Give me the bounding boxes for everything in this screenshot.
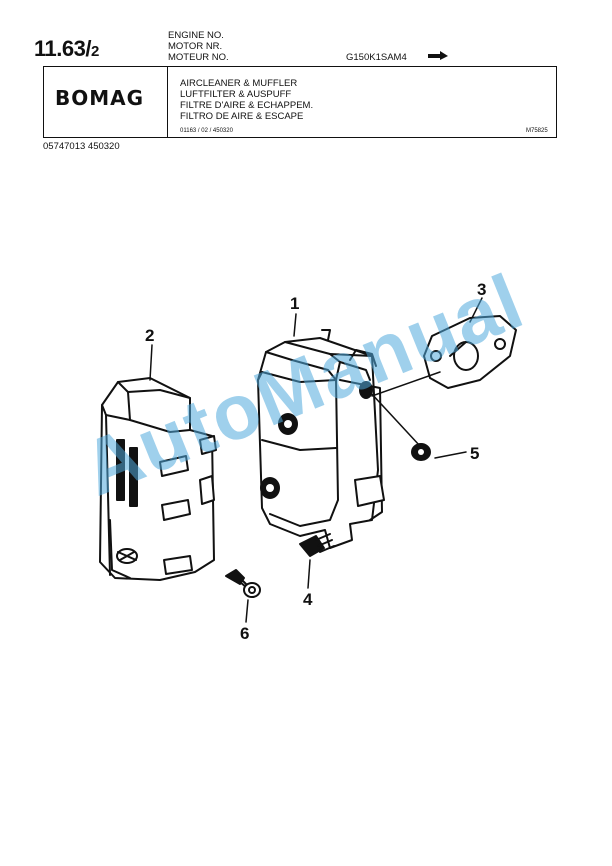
screw-part: [225, 569, 261, 598]
title-block: [43, 66, 557, 138]
callout-3: 3: [477, 280, 487, 299]
callout-4: 4: [303, 590, 313, 609]
gasket-part: [423, 315, 517, 389]
leader-lines: [149, 297, 483, 623]
page-number: 11.63/2: [34, 36, 99, 61]
title-list: AIRCLEANER & MUFFLER LUFTFILTER & AUSPUF…: [180, 78, 313, 122]
logo-cell: [43, 66, 168, 138]
drawing-reference: 01163 / 02 / 450320: [180, 128, 233, 134]
right-arrow-icon: [428, 51, 448, 60]
callout-1: 1: [290, 294, 300, 313]
engine-label-fr: MOTEUR NO.: [168, 52, 229, 63]
title-fr: FILTRE D'AIRE & ECHAPPEM.: [180, 100, 314, 111]
muffler-body-part: [257, 329, 385, 549]
title-de: LUFTFILTER & AUSPUFF: [180, 89, 292, 100]
part-number: 05747013 450320: [43, 141, 120, 152]
engine-label-de: MOTOR NR.: [168, 41, 223, 52]
bomag-logo: BOMAG: [55, 86, 145, 110]
callout-5: 5: [470, 444, 480, 463]
title-en: AIRCLEANER & MUFFLER: [180, 78, 298, 89]
engine-number-labels: ENGINE NO. MOTOR NR. MOTEUR NO.: [168, 30, 229, 63]
drawing-code: M75825: [526, 128, 548, 134]
engine-label-en: ENGINE NO.: [168, 30, 224, 41]
engine-number-value: G150K1SAM4: [346, 52, 407, 63]
title-es: FILTRO DE AIRE & ESCAPE: [180, 111, 304, 122]
callout-6: 6: [240, 624, 250, 643]
callout-2: 2: [145, 326, 155, 345]
bolt-part: [299, 533, 335, 557]
nut-part: [411, 443, 431, 461]
muffler-cover-part: [99, 377, 217, 581]
